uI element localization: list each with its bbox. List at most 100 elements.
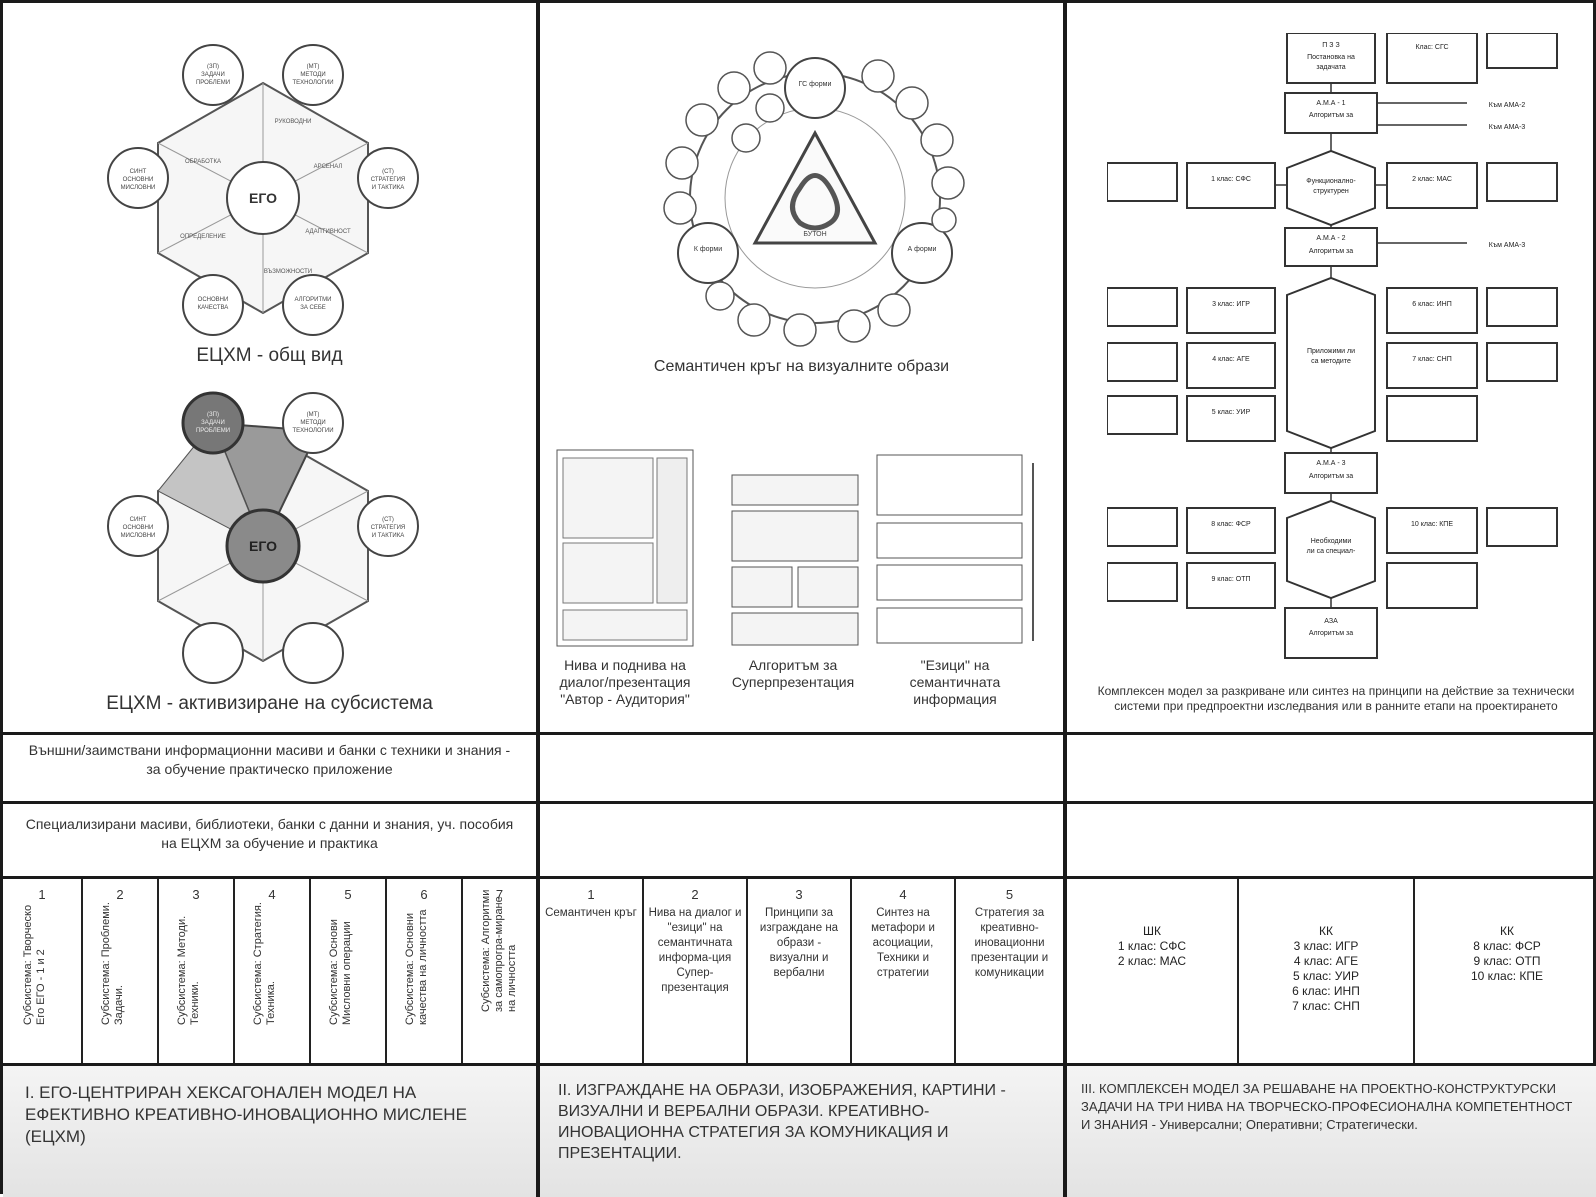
svg-text:структурен: структурен: [1313, 188, 1349, 195]
svg-text:ЗАДАЧИ: ЗАДАЧИ: [201, 72, 225, 78]
svg-text:1 клас: СФС: 1 клас: СФС: [1211, 176, 1251, 183]
svg-text:АДАПТИВНОСТ: АДАПТИВНОСТ: [305, 229, 351, 235]
svg-text:6 клас: ИНП: 6 клас: ИНП: [1412, 301, 1451, 308]
svg-text:ПРОБЛЕМИ: ПРОБЛЕМИ: [196, 428, 230, 434]
row-divider: [3, 801, 1596, 804]
row-divider: [3, 876, 1596, 879]
external-arrays-text: Външни/заимствани информационни масиви и…: [28, 742, 511, 777]
svg-text:Алгоритъм за: Алгоритъм за: [1309, 248, 1353, 255]
svg-text:ЗАДАЧИ: ЗАДАЧИ: [201, 420, 225, 426]
svg-text:МИСЛОВНИ: МИСЛОВНИ: [121, 533, 156, 539]
svg-text:Към АМА-3: Към АМА-3: [1489, 124, 1526, 131]
svg-text:Алгоритъм за: Алгоритъм за: [1309, 630, 1353, 637]
column-visual-images: БУТОН ГС форми А форми К форми Семантиче…: [540, 3, 1063, 1197]
svg-text:Към АМА-2: Към АМА-2: [1489, 102, 1526, 109]
superpresentation-algorithm-diagram: [731, 474, 859, 646]
svg-text:2 клас: МАС: 2 клас: МАС: [1412, 176, 1452, 183]
svg-text:са методите: са методите: [1311, 358, 1351, 365]
svg-text:А.М.А - 3: А.М.А - 3: [1316, 460, 1345, 467]
svg-text:ОБРАБОТКА: ОБРАБОТКА: [185, 159, 221, 165]
svg-text:РУКОВОДНИ: РУКОВОДНИ: [275, 119, 312, 125]
svg-text:ЕГО: ЕГО: [249, 538, 277, 554]
svg-text:ОПРЕДЕЛЕНИЕ: ОПРЕДЕЛЕНИЕ: [180, 234, 226, 240]
svg-text:СИНТ: СИНТ: [130, 169, 147, 175]
svg-text:АЛГОРИТМИ: АЛГОРИТМИ: [295, 297, 332, 303]
svg-text:МЕТОДИ: МЕТОДИ: [300, 72, 325, 78]
svg-text:9 клас: ОТП: 9 клас: ОТП: [1211, 576, 1250, 583]
caption-semantic-circle: Семантичен кръг на визуалните образи: [653, 358, 950, 375]
svg-text:ОСНОВНИ: ОСНОВНИ: [123, 525, 154, 531]
svg-text:задачата: задачата: [1316, 64, 1345, 71]
column-divider: [536, 3, 540, 1197]
svg-text:А.М.А - 2: А.М.А - 2: [1316, 235, 1345, 242]
svg-text:СИНТ: СИНТ: [130, 517, 147, 523]
svg-text:П З З: П З З: [1322, 42, 1339, 49]
svg-text:Клас: СГС: Клас: СГС: [1415, 44, 1448, 51]
svg-text:ЗА СЕБЕ: ЗА СЕБЕ: [300, 305, 326, 311]
svg-text:(МТ): (МТ): [307, 64, 320, 70]
svg-text:И ТАКТИКА: И ТАКТИКА: [372, 533, 404, 539]
svg-text:КАЧЕСТВА: КАЧЕСТВА: [198, 305, 229, 311]
svg-text:ли са специал-: ли са специал-: [1307, 548, 1356, 555]
svg-text:ОСНОВНИ: ОСНОВНИ: [198, 297, 229, 303]
svg-text:А.М.А - 1: А.М.А - 1: [1316, 100, 1345, 107]
svg-text:8 клас: ФСР: 8 клас: ФСР: [1211, 521, 1251, 528]
dialog-levels-diagram: [556, 449, 694, 647]
svg-text:Алгоритъм за: Алгоритъм за: [1309, 473, 1353, 480]
svg-text:А форми: А форми: [908, 246, 937, 253]
semantic-circle-diagram: БУТОН ГС форми А форми К форми: [663, 51, 965, 347]
svg-text:ГС форми: ГС форми: [799, 81, 832, 88]
svg-text:МЕТОДИ: МЕТОДИ: [300, 420, 325, 426]
svg-text:Към АМА-3: Към АМА-3: [1489, 242, 1526, 249]
svg-text:(МТ): (МТ): [307, 412, 320, 418]
svg-text:К форми: К форми: [694, 246, 722, 253]
svg-text:7 клас: СНП: 7 клас: СНП: [1412, 356, 1452, 363]
svg-text:Алгоритъм за: Алгоритъм за: [1309, 112, 1353, 119]
caption-activated: ЕЦХМ - активизиране на субсистема: [106, 693, 433, 714]
caption-semantic-languages: "Езици" на семантичната информация: [909, 657, 1001, 707]
svg-text:3 клас: ИГР: 3 клас: ИГР: [1212, 301, 1250, 308]
caption-superpresentation: Алгоритъм за Суперпрезентация: [731, 657, 855, 690]
svg-text:(ЗП): (ЗП): [207, 64, 219, 70]
ego-center-label: ЕГО: [249, 190, 277, 206]
svg-text:Необходими: Необходими: [1311, 537, 1352, 545]
svg-text:Приложими ли: Приложими ли: [1307, 348, 1355, 355]
svg-text:СТРАТЕГИЯ: СТРАТЕГИЯ: [371, 177, 406, 183]
caption-dialog-levels: Нива и поднива на диалог/презентация "Ав…: [559, 657, 691, 707]
svg-text:(СТ): (СТ): [382, 169, 394, 175]
svg-text:ВЪЗМОЖНОСТИ: ВЪЗМОЖНОСТИ: [264, 269, 312, 275]
caption-complex-model: Комплексен модел за разкриване или синте…: [1097, 684, 1575, 713]
section-title-3: III. КОМПЛЕКСЕН МОДЕЛ ЗА РЕШАВАНЕ НА ПРО…: [1067, 1066, 1596, 1197]
row-divider: [3, 1063, 1596, 1066]
svg-text:СТРАТЕГИЯ: СТРАТЕГИЯ: [371, 525, 406, 531]
svg-text:10 клас: КПЕ: 10 клас: КПЕ: [1411, 521, 1453, 528]
svg-text:5 клас: УИР: 5 клас: УИР: [1212, 409, 1251, 416]
svg-text:ОСНОВНИ: ОСНОВНИ: [123, 177, 154, 183]
svg-text:АРСЕНАЛ: АРСЕНАЛ: [314, 164, 343, 170]
caption-general-view: ЕЦХМ - общ вид: [196, 345, 343, 366]
row-divider: [3, 732, 1596, 735]
svg-text:И ТАКТИКА: И ТАКТИКА: [372, 185, 404, 191]
